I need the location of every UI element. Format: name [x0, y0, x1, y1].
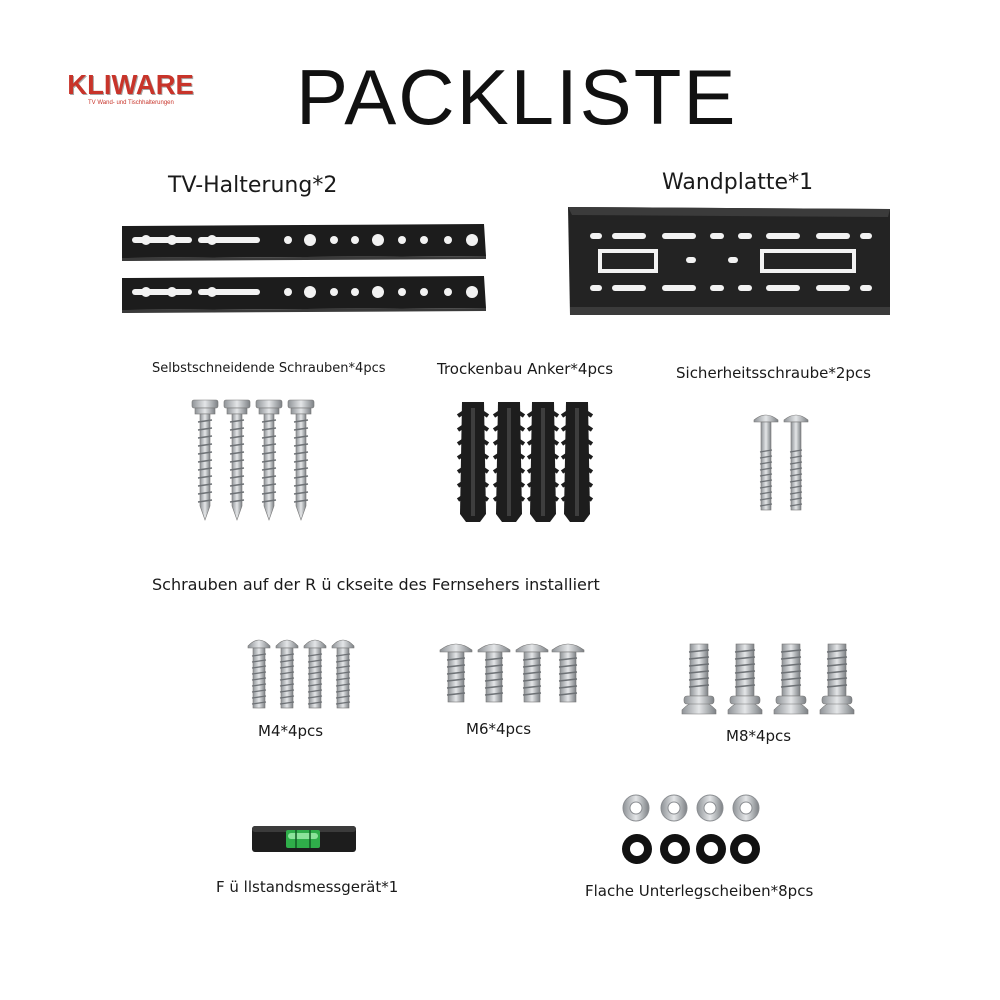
tv-bracket-icon: [122, 224, 486, 313]
spirit-level-icon: [252, 826, 356, 852]
label-safety-screw: Sicherheitsschraube*2pcs: [676, 364, 871, 382]
anchor-icon: [456, 400, 594, 524]
label-wall-plate: Wandplatte*1: [662, 170, 814, 195]
label-m4: M4*4pcs: [258, 722, 324, 740]
page-title: PACKLISTE: [296, 53, 738, 141]
screw-icon: [439, 643, 585, 703]
brand-logo-text: KLIWARE: [67, 69, 194, 100]
label-tv-screws-heading: Schrauben auf der R ü ckseite des Fernse…: [152, 575, 600, 594]
label-m6: M6*4pcs: [466, 720, 532, 738]
screw-icon: [247, 639, 355, 709]
screw-icon: [753, 414, 809, 511]
label-self-tapping-screws: Selbstschneidende Schrauben*4pcs: [152, 361, 386, 376]
washer-icon: [622, 794, 760, 864]
label-washers: Flache Unterlegscheiben*8pcs: [585, 882, 814, 900]
brand-tagline: TV Wand- und Tischhalterungen: [88, 100, 174, 106]
label-m8: M8*4pcs: [726, 727, 792, 745]
label-level: F ü llstandsmessgerät*1: [216, 878, 399, 896]
screw-icon: [681, 643, 855, 715]
screw-icon: [191, 399, 315, 521]
label-tv-bracket: TV-Halterung*2: [168, 173, 338, 198]
label-drywall-anchors: Trockenbau Anker*4pcs: [437, 360, 614, 378]
wall-plate-icon: [568, 207, 890, 315]
brand-logo: KLIWARE TV Wand- und Tischhalterungen: [66, 70, 216, 110]
